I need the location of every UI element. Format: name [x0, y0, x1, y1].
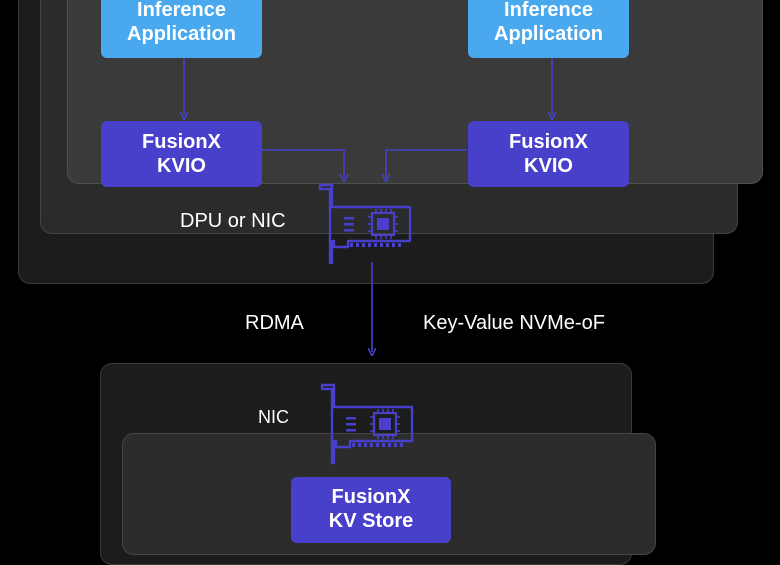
box-label-line1: Inference [137, 0, 226, 21]
network-card-icon [320, 383, 414, 465]
rdma-label: RDMA [245, 312, 304, 334]
box-label-line2: KV Store [328, 510, 414, 532]
box-label-line2: KVIO [157, 155, 206, 177]
protocol-label: Key-Value NVMe-oF [423, 312, 605, 334]
arrow-kvio-right-to-dpu [386, 149, 467, 178]
arrow-kvio-left-to-dpu [262, 149, 344, 178]
box-label-line1: FusionX [509, 131, 588, 153]
diagram-connectors [0, 57, 780, 465]
dpu-label: DPU or NIC [180, 210, 286, 232]
box-label-line2: Application [127, 23, 236, 45]
box-label-line2: KVIO [524, 155, 573, 177]
nic-label: NIC [258, 407, 289, 427]
box-label-line1: FusionX [331, 486, 411, 508]
fusionx-kvio-box-left: FusionX KVIO [101, 121, 262, 187]
inference-application-box-left: Inference Application [101, 0, 262, 58]
fusionx-kv-store-box: FusionX KV Store [291, 477, 451, 543]
box-label-line2: Application [494, 23, 603, 45]
box-label-line1: FusionX [142, 131, 221, 153]
inference-application-box-right: Inference Application [468, 0, 629, 58]
box-label-line1: Inference [504, 0, 593, 21]
fusionx-kvio-box-right: FusionX KVIO [468, 121, 629, 187]
network-card-icon [318, 183, 412, 265]
